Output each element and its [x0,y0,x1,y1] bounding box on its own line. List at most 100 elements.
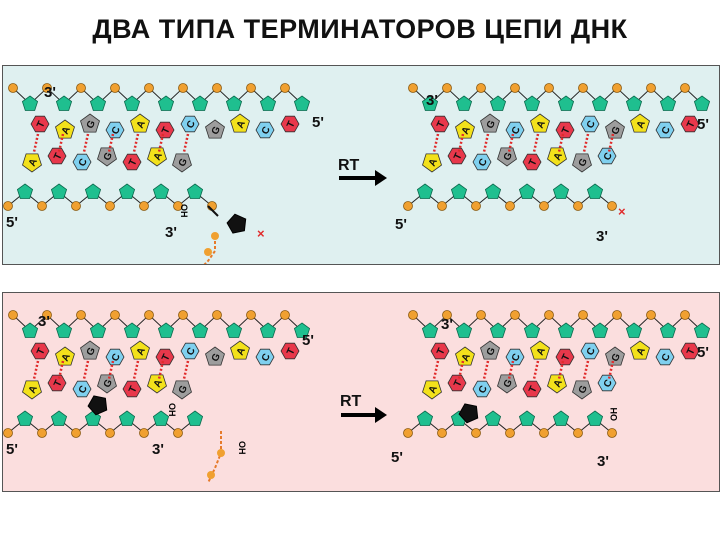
label-5prime-bottom-left-b: 5' [6,441,18,458]
base-letter-G: G [177,157,190,169]
phosphate [3,201,13,211]
base-letter-C: C [77,384,90,395]
base-T [555,121,575,139]
hydrogen-bond [607,133,615,153]
sugar [157,95,175,111]
base-A [147,147,167,167]
label-3prime-bottom-right-b: 3' [597,453,609,470]
phosphate [144,83,154,93]
base-letter-C: C [510,352,523,363]
sugar [152,183,170,199]
sugar [157,322,175,338]
phosphate [544,83,554,93]
base-T [122,380,142,398]
hydrogen-bond [507,360,515,380]
sugar [50,410,68,426]
hydrogen-bond [582,360,590,380]
sugar [416,410,434,426]
sugar [50,183,68,199]
base-letter-C: C [660,125,673,136]
base-A [22,153,42,173]
sugar [625,95,643,111]
base-A [130,340,150,360]
phosphate-tail [203,236,216,264]
base-T [280,115,300,133]
incoming-nucleotide [226,213,247,234]
sugar [225,95,243,111]
sugar [518,410,536,426]
base-letter-A: A [552,151,565,162]
base-T [122,153,142,171]
base-T [280,342,300,360]
hydrogen-bond [482,360,490,380]
base-T [30,342,50,360]
sugar [693,95,711,111]
base-C [105,348,125,366]
base-letter-A: A [27,384,40,395]
base-letter-A: A [60,352,73,363]
phosphate [403,201,413,211]
hydrogen-bond [582,133,590,153]
base-letter-C: C [110,125,123,136]
phosphate [110,83,120,93]
base-letter-G: G [502,378,515,390]
dna-diagram-bottom: TAATGCCGATTACGGACTOHOHTAATGCCGATTACGGCAC… [3,310,711,484]
base-letter-C: C [477,384,490,395]
hydrogen-bond [57,133,65,153]
base-G [497,147,517,167]
phosphate [8,83,18,93]
sugar [118,410,136,426]
phosphate [3,428,13,438]
oh-label: OH [167,403,177,417]
hydrogen-bond [57,360,65,380]
sugar [152,410,170,426]
base-letter-C: C [585,119,598,130]
base-letter-T: T [685,347,698,357]
hydrogen-bond [132,133,140,153]
base-A [455,346,475,366]
sugar [191,95,209,111]
base-G [97,374,117,394]
base-T [522,153,542,171]
base-letter-C: C [110,352,123,363]
base-A [55,119,75,139]
sugar [552,410,570,426]
hydrogen-bond [482,133,490,153]
cross-mark: × [618,204,626,219]
phosphate [212,310,222,320]
phosphate [680,310,690,320]
base-C [655,348,675,366]
base-A [230,340,250,360]
base-C [255,121,275,139]
phosphate [573,428,583,438]
sugar [21,322,39,338]
base-letter-T: T [127,385,140,395]
sugar [421,322,439,338]
phosphate [680,83,690,93]
base-T [430,115,450,133]
dna-diagram-top: TAATGCCGATTACGGACTOH×TAATGCCGATTACGGCACT… [3,83,711,264]
base-C [72,153,92,171]
label-5prime-top-right: 5' [697,116,709,133]
sugar [55,95,73,111]
phosphate [437,201,447,211]
rt-arrow-head [375,407,387,423]
hydrogen-bond [532,360,540,380]
base-T [47,147,67,165]
base-letter-T: T [527,158,540,168]
phosphate [8,310,18,320]
base-letter-G: G [102,378,115,390]
sugar [518,183,536,199]
base-letter-G: G [577,157,590,169]
sugar [123,95,141,111]
base-letter-C: C [185,119,198,130]
label-3prime-bottom-right: 3' [596,228,608,245]
base-letter-C: C [477,157,490,168]
phosphate [204,248,212,256]
phosphate [211,232,219,240]
phosphate [42,83,52,93]
phosphate [437,428,447,438]
sugar [84,183,102,199]
base-T [680,342,700,360]
phosphate [403,428,413,438]
